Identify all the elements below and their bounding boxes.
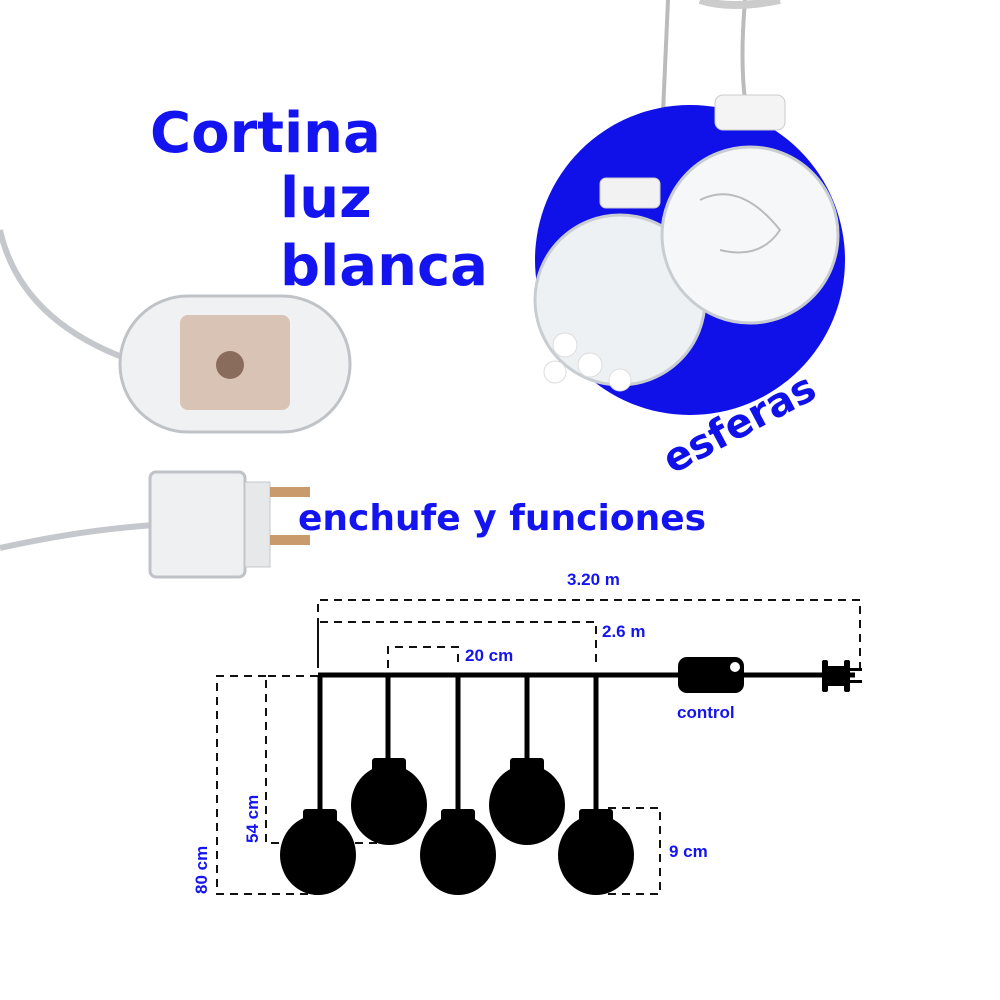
ball-icon bbox=[280, 809, 356, 895]
long-drop-label: 80 cm bbox=[192, 846, 211, 894]
control-icon bbox=[678, 657, 744, 693]
ball-photo bbox=[533, 0, 845, 415]
plug-photo bbox=[0, 470, 310, 579]
spacing-label: 20 cm bbox=[465, 646, 513, 665]
ball-icon bbox=[489, 758, 565, 845]
headline-line1: Cortina bbox=[150, 101, 381, 166]
dimension-diagram: 3.20 m 2.6 m 20 cm control 9 cm 54 cm 80… bbox=[192, 570, 862, 895]
ball-icon bbox=[420, 809, 496, 895]
curtain-width-label: 2.6 m bbox=[602, 622, 645, 641]
total-length-label: 3.20 m bbox=[567, 570, 620, 589]
ball-size-label: 9 cm bbox=[669, 842, 708, 861]
ball-icon bbox=[558, 809, 634, 895]
plug-icon bbox=[822, 660, 862, 692]
plug-caption: enchufe y funciones bbox=[298, 498, 706, 539]
short-drop-label: 54 cm bbox=[243, 795, 262, 843]
headline-line3: blanca bbox=[280, 234, 488, 299]
control-label: control bbox=[677, 703, 735, 722]
controller-photo bbox=[0, 229, 352, 434]
headline-line2: luz bbox=[280, 166, 372, 231]
ball-icon bbox=[351, 758, 427, 845]
